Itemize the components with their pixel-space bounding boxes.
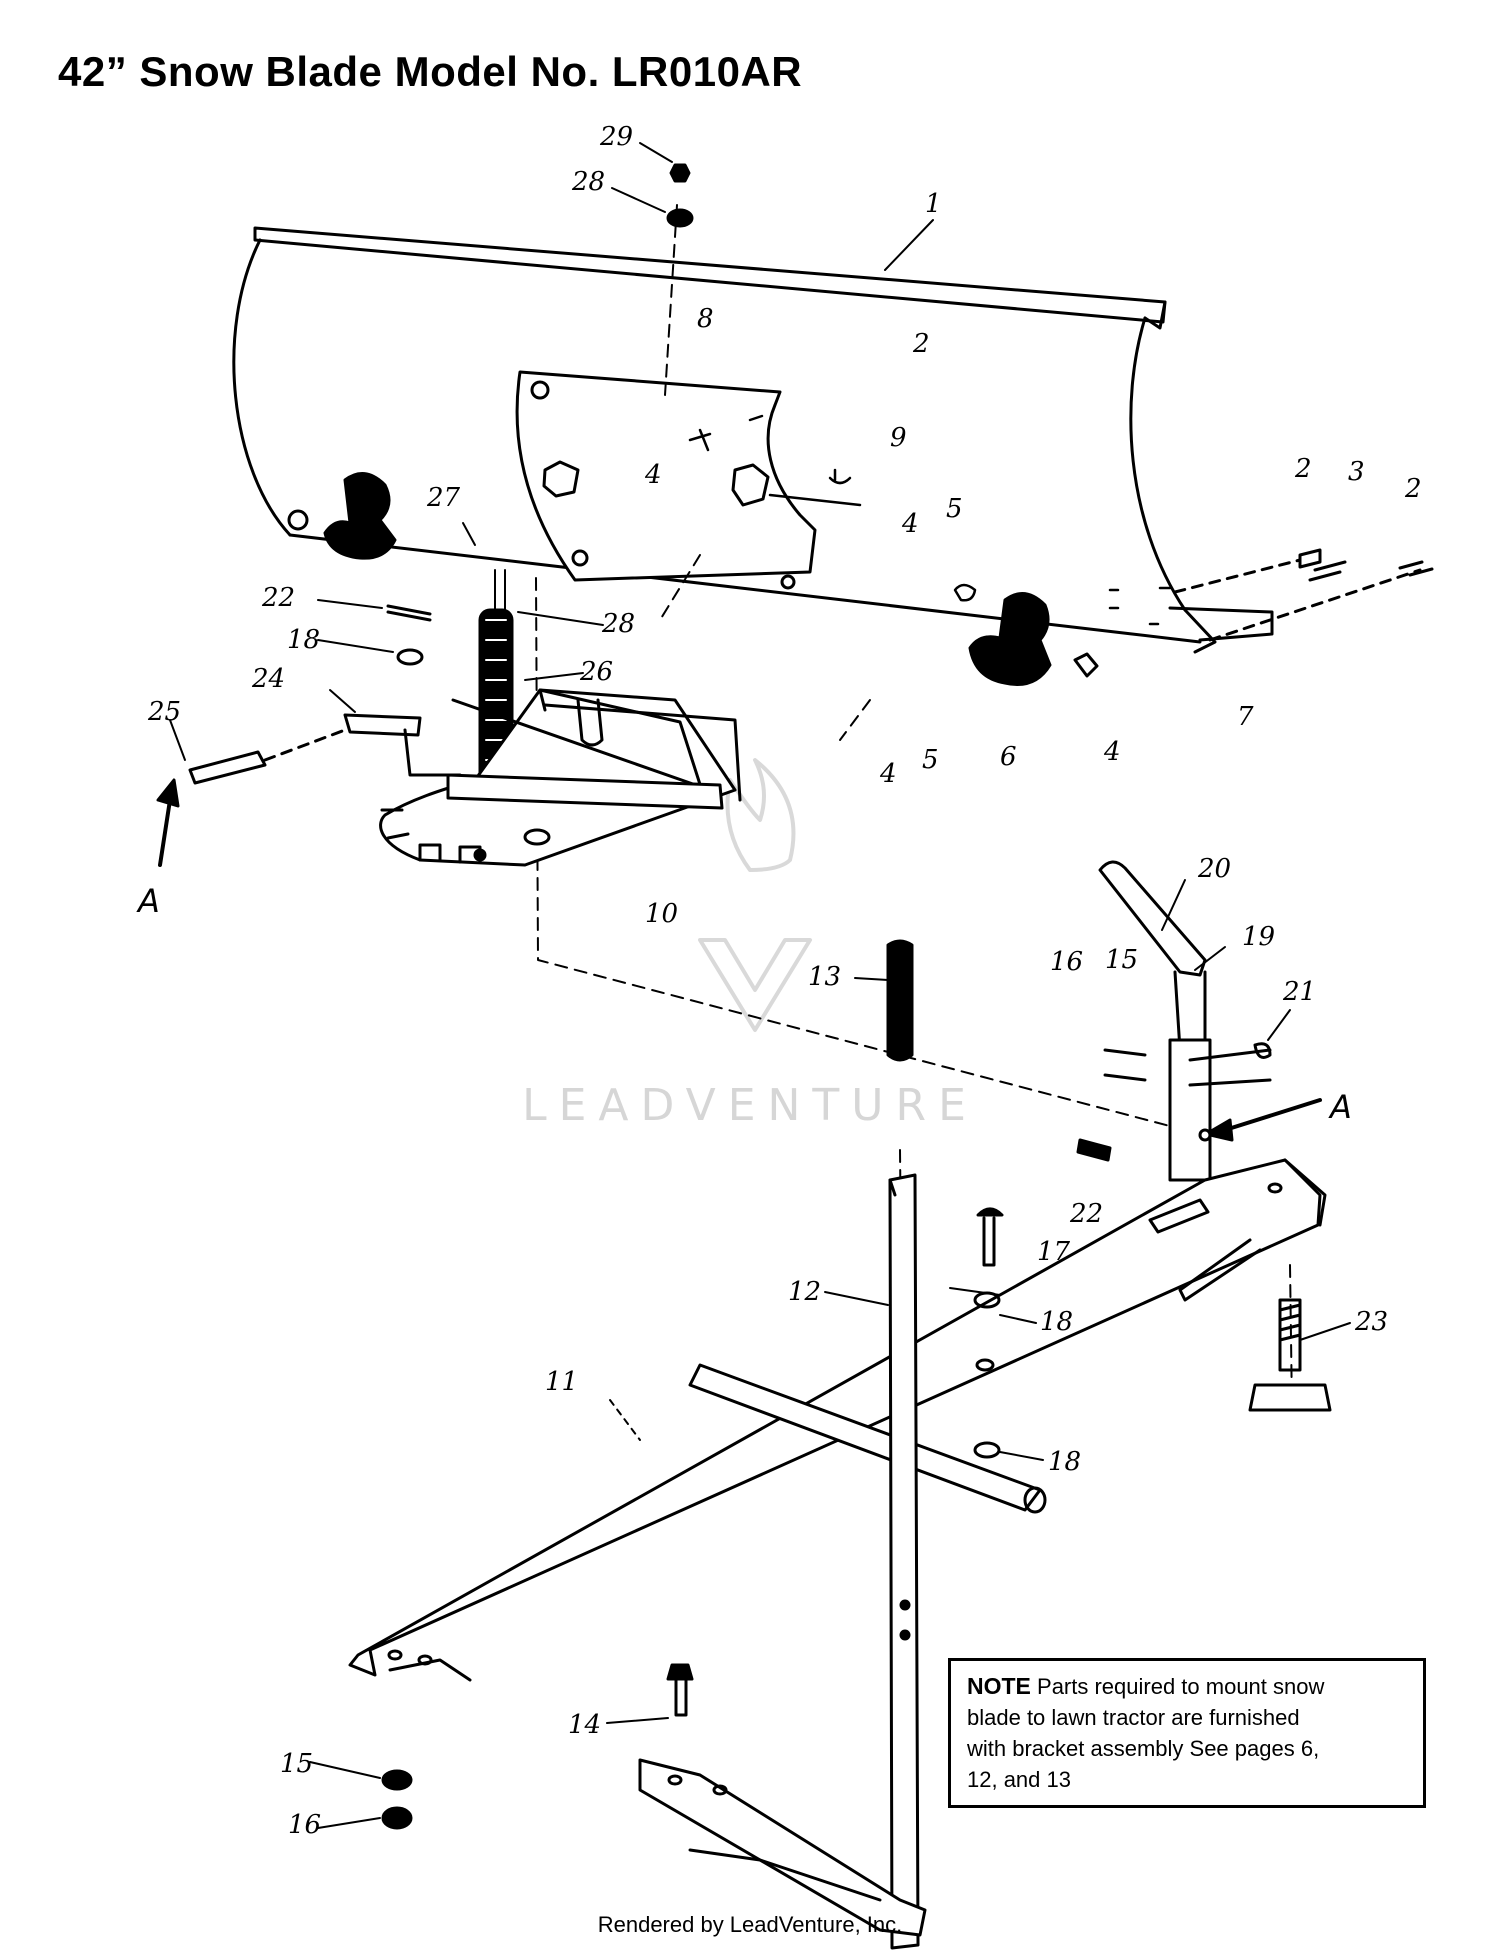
callout-9: 9 xyxy=(890,423,907,453)
callout-18-mid: 18 xyxy=(1040,1307,1073,1337)
note-line-4: 12, and 13 xyxy=(967,1767,1071,1792)
blade-hardware xyxy=(688,414,1172,626)
callout-2-right-b: 2 xyxy=(1404,474,1422,504)
handle-grip-13 xyxy=(886,939,914,1062)
callout-5-low: 5 xyxy=(922,745,939,775)
callout-leaders xyxy=(169,142,1351,1829)
nut-15 xyxy=(381,1769,413,1791)
arrow-A-right xyxy=(1204,1098,1322,1142)
bolt-17 xyxy=(976,1207,1004,1267)
nut-16 xyxy=(381,1806,413,1830)
callout-22-left: 22 xyxy=(261,583,295,613)
callout-A-left: A xyxy=(136,882,160,920)
callout-21: 21 xyxy=(1282,977,1316,1007)
callout-15-left: 15 xyxy=(280,1749,313,1779)
note-label: NOTE xyxy=(967,1673,1031,1699)
note-line-1: Parts required to mount snow xyxy=(1037,1674,1325,1699)
callout-28-spring: 28 xyxy=(601,609,635,639)
note-line-2: blade to lawn tractor are furnished xyxy=(967,1705,1300,1730)
callout-6: 6 xyxy=(1000,742,1017,772)
snow-blade xyxy=(232,226,1217,654)
callout-4-low-b: 4 xyxy=(1103,737,1121,767)
page-title: 42” Snow Blade Model No. LR010AR xyxy=(58,48,803,95)
callout-labels: 29 28 1 8 2 9 4 4 5 2 3 2 27 22 28 18 26… xyxy=(136,122,1422,1840)
callout-4-low-a: 4 xyxy=(879,759,897,789)
callout-8: 8 xyxy=(697,304,714,334)
callout-4-mid: 4 xyxy=(901,509,919,539)
mounting-note: NOTE Parts required to mount snow blade … xyxy=(948,1658,1426,1808)
left-linkage xyxy=(188,604,462,785)
bolt-23 xyxy=(1248,1298,1332,1412)
callout-24: 24 xyxy=(251,664,285,694)
callout-10: 10 xyxy=(645,899,678,929)
callout-18-left: 18 xyxy=(287,625,320,655)
pivot-hook-right xyxy=(968,592,1099,686)
callout-20: 20 xyxy=(1197,854,1231,884)
callout-11: 11 xyxy=(545,1367,578,1397)
callout-28-top: 28 xyxy=(571,167,605,197)
bolt-14 xyxy=(666,1663,694,1717)
callout-2-top: 2 xyxy=(912,329,930,359)
callout-22-right: 22 xyxy=(1069,1199,1103,1229)
callout-29: 29 xyxy=(599,122,633,152)
upright-12 xyxy=(888,1173,920,1950)
callout-17: 17 xyxy=(1037,1237,1071,1267)
callout-25: 25 xyxy=(147,697,181,727)
foot-bracket xyxy=(638,1758,927,1937)
center-plate xyxy=(515,370,817,590)
callout-14: 14 xyxy=(568,1710,601,1740)
callout-16-right: 16 xyxy=(1050,947,1083,977)
callout-3: 3 xyxy=(1348,457,1365,487)
cross-bar xyxy=(688,1363,1047,1514)
blade-angle-bar xyxy=(1168,548,1434,642)
callout-12: 12 xyxy=(788,1277,821,1307)
callout-13: 13 xyxy=(808,962,841,992)
callout-23: 23 xyxy=(1354,1307,1388,1337)
callout-19: 19 xyxy=(1242,922,1275,952)
note-line-3: with bracket assembly See pages 6, xyxy=(967,1736,1320,1761)
callout-2-right-a: 2 xyxy=(1294,454,1312,484)
lift-lever-20 xyxy=(1076,860,1272,1182)
callout-27: 27 xyxy=(426,483,461,513)
top-nut xyxy=(666,163,694,228)
callout-26: 26 xyxy=(579,657,613,687)
watermark-logo xyxy=(698,758,812,1032)
pivot-hook-left xyxy=(287,472,397,560)
watermark-text: LEADVENTURE xyxy=(522,1080,978,1131)
arrow-A-left xyxy=(156,778,180,867)
callout-5-mid: 5 xyxy=(946,494,963,524)
callout-7: 7 xyxy=(1237,702,1254,732)
footer-credit: Rendered by LeadVenture, Inc. xyxy=(597,1912,903,1937)
callout-1: 1 xyxy=(925,189,942,219)
callout-4-plate: 4 xyxy=(644,460,662,490)
callout-18-low: 18 xyxy=(1048,1447,1081,1477)
blade-frame-10 xyxy=(379,688,742,867)
callout-16-left: 16 xyxy=(288,1810,321,1840)
callout-15-right: 15 xyxy=(1105,945,1138,975)
callout-A-right: A xyxy=(1328,1088,1352,1126)
